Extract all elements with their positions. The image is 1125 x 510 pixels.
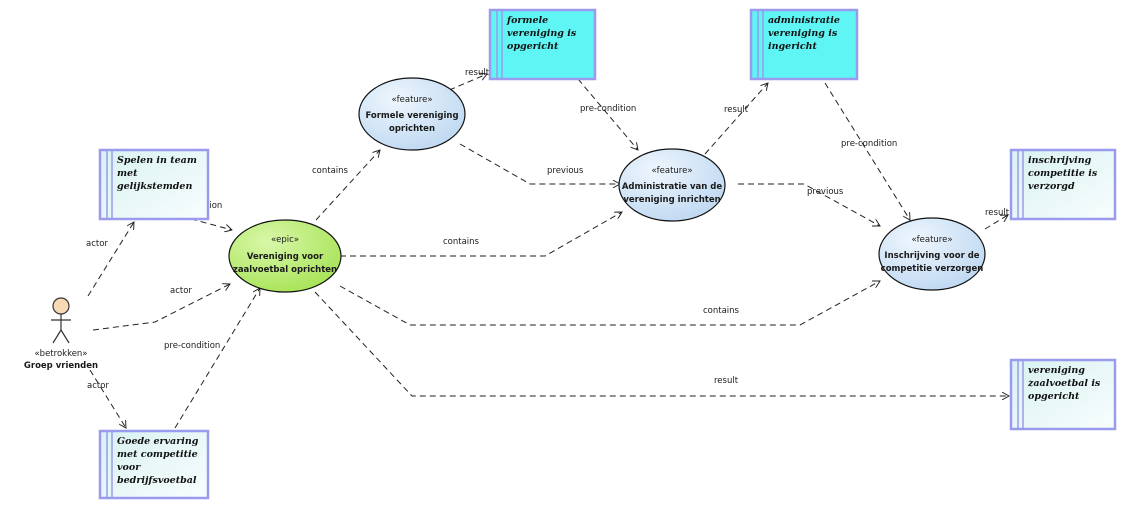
connector-epic-f2 [340,212,622,257]
requirement-spelen-line3: gelijkstemden [117,181,192,192]
requirement-spelen-line1: Spelen in team [117,155,197,166]
feature-f1-ellipse[interactable]: «feature» Formele vereniging oprichten [358,77,466,151]
requirement-ervaring-line1: Goede ervaring [117,436,199,447]
connector-f1-f2 [459,143,620,184]
label-epic-f3: contains [703,306,740,316]
feature-f2-ellipse[interactable]: «feature» Administratie van de verenigin… [618,148,726,222]
requirement-ervaring-line2: met competitie [117,449,198,460]
requirement-opgericht-line1: vereniging [1028,365,1085,376]
connector-actor-ervaring [89,369,126,428]
label-ervaring-epic: pre-condition [164,341,220,351]
requirement-opgericht[interactable]: vereniging zaalvoetbal is opgericht [1009,358,1117,431]
requirement-inschrijving-line3: verzorgd [1028,181,1075,192]
feature-f2-stereotype: «feature» [651,166,692,176]
epic-ellipse[interactable]: «epic» Vereniging voor zaalvoetbal opric… [228,219,342,293]
epic-name-line2: zaalvoetbal oprichten [233,265,337,275]
connector-actor-epic [92,284,230,331]
requirement-inschrijving[interactable]: inschrijving competitie is verzorgd [1009,148,1117,221]
label-formele-f2: pre-condition [580,104,636,114]
stick-figure-icon [51,297,71,344]
connector-f1-formele [439,74,487,95]
label-f2-f3: previous [807,187,844,197]
connector-actor-spelen [87,222,134,297]
requirement-inschrijving-line1: inschrijving [1028,155,1092,166]
requirement-formele-line2: vereniging is [507,28,577,39]
requirement-administratie[interactable]: administratie vereniging is ingericht [749,8,859,81]
connector-f3-inschrijving [984,215,1008,230]
feature-f1-name-line1: Formele vereniging [365,111,458,121]
connector-administratie-f3 [824,82,910,220]
requirement-opgericht-line2: zaalvoetbal is [1027,378,1101,389]
requirement-formele-line3: opgericht [507,41,559,52]
label-epic-f1: contains [312,166,349,176]
requirement-administratie-line1: administratie [768,15,840,26]
connector-epic-opgericht [314,291,1009,396]
requirement-administratie-line3: ingericht [768,41,818,52]
label-epic-opgericht: result [714,376,739,386]
label-f1-f2: previous [547,166,584,176]
requirement-spelen-line2: met [117,168,138,179]
connector-epic-f3 [339,281,880,326]
actor-name: Groep vrienden [24,361,98,371]
connector-f2-administratie [704,83,768,155]
connector-formele-f2 [577,78,638,150]
feature-f3-name-line2: competitie verzorgen [881,264,984,274]
requirement-spelen[interactable]: Spelen in team met gelijkstemden [98,148,210,221]
requirement-inschrijving-line2: competitie is [1028,168,1098,179]
label-f2-administratie: result [724,105,749,115]
requirement-formele[interactable]: formele vereniging is opgericht [488,8,597,81]
connector-f2-f3 [738,183,880,226]
feature-f3-ellipse[interactable]: «feature» Inschrijving voor de competiti… [878,217,986,291]
connector-ervaring-epic [174,288,260,429]
requirement-ervaring-line3: voor [117,462,141,473]
feature-f2-name-line2: vereniging inrichten [623,195,720,205]
feature-f1-name-line2: oprichten [389,124,435,134]
requirement-formele-line1: formele [506,15,548,26]
connector-epic-f1 [315,150,380,221]
label-actor-epic: actor [170,286,192,296]
label-f1-formele: result [465,68,490,78]
label-actor-ervaring: actor [87,381,109,391]
label-actor-spelen: actor [86,239,108,249]
actor-stereotype: «betrokken» [34,349,87,359]
requirement-opgericht-line3: opgericht [1028,391,1080,402]
requirement-administratie-line2: vereniging is [768,28,838,39]
feature-f3-name-line1: Inschrijving voor de [884,251,979,261]
epic-stereotype: «epic» [271,235,299,245]
epic-name-line1: Vereniging voor [247,252,324,262]
label-epic-f2: contains [443,237,480,247]
requirement-ervaring[interactable]: Goede ervaring met competitie voor bedri… [98,429,210,500]
actor-groep-vrienden[interactable]: «betrokken» Groep vrienden [24,297,98,371]
feature-f3-stereotype: «feature» [911,235,952,245]
requirement-ervaring-line4: bedrijfsvoetbal [117,475,197,486]
label-f3-inschrijving: result [985,208,1010,218]
feature-f2-name-line1: Administratie van de [622,182,723,192]
feature-f1-stereotype: «feature» [391,95,432,105]
label-administratie-f3: pre-condition [841,139,897,149]
